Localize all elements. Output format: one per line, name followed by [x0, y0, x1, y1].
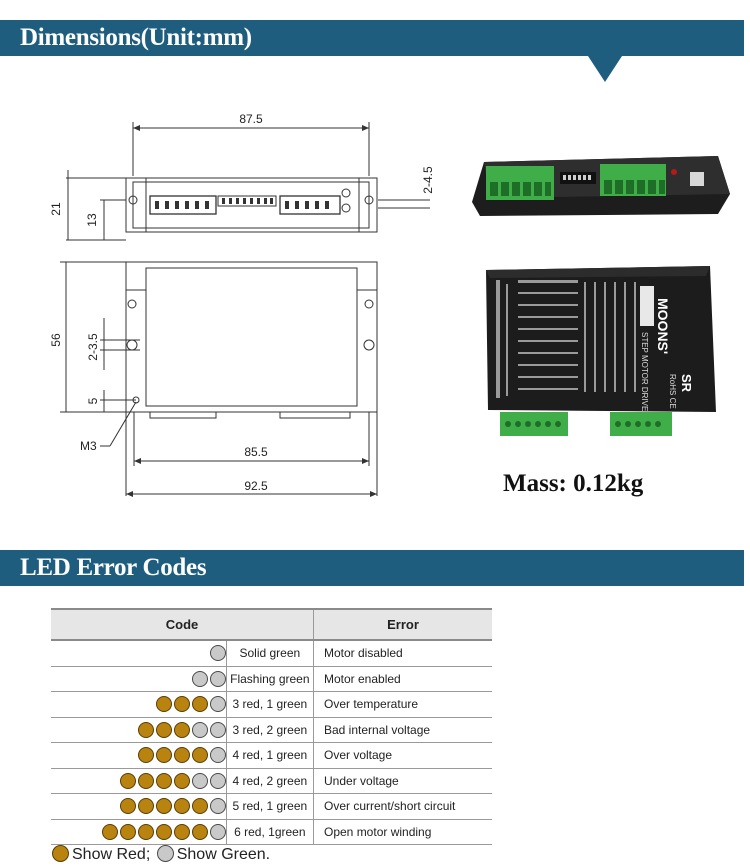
green-led-icon [191, 670, 208, 687]
dimensions-banner: Dimensions(Unit:mm) [0, 20, 744, 56]
green-led-icon [209, 798, 226, 815]
header-code: Code [51, 608, 314, 641]
red-led-icon [119, 798, 136, 815]
led-description: 4 red, 2 green [225, 768, 314, 794]
red-led-icon [137, 721, 154, 738]
led-description: 4 red, 1 green [225, 742, 314, 769]
red-led-icon [173, 721, 190, 738]
led-pattern [51, 666, 227, 692]
dim-hole-offset: 5 [86, 397, 100, 404]
red-led-icon [137, 798, 154, 815]
photo-brand: MOONS' [655, 298, 671, 354]
dim-top-width: 87.5 [239, 112, 263, 126]
red-led-icon [137, 747, 154, 764]
led-description: 3 red, 2 green [225, 717, 314, 743]
red-led-icon [137, 823, 154, 840]
led-description: Flashing green [225, 666, 314, 692]
header-error: Error [313, 608, 492, 641]
led-title: LED Error Codes [20, 554, 207, 581]
led-description: 6 red, 1green [225, 819, 314, 845]
legend-green-dot [156, 845, 174, 862]
legend: Show Red; Show Green. [52, 845, 270, 864]
green-led-icon [209, 645, 226, 662]
dim-side-inner: 13 [85, 213, 99, 227]
red-led-icon [191, 823, 208, 840]
led-banner: LED Error Codes [0, 550, 744, 586]
green-led-icon [209, 823, 226, 840]
error-text: Motor enabled [313, 666, 492, 692]
error-text: Bad internal voltage [313, 717, 492, 743]
red-led-icon [173, 798, 190, 815]
green-led-icon [191, 721, 208, 738]
dim-side-height: 21 [49, 202, 63, 216]
green-led-icon [209, 670, 226, 687]
error-text: Open motor winding [313, 819, 492, 845]
red-led-icon [173, 696, 190, 713]
dim-screw: M3 [80, 439, 97, 453]
led-description: Solid green [225, 640, 314, 667]
green-led-icon [191, 772, 208, 789]
led-pattern [51, 768, 227, 794]
dimensions-title: Dimensions(Unit:mm) [20, 24, 252, 51]
product-photo-front: MOONS' STEP MOTOR DRIVE SR RoHS CE [486, 266, 716, 436]
green-led-icon [209, 772, 226, 789]
green-led-icon [209, 696, 226, 713]
red-led-icon [119, 772, 136, 789]
photo-rohs: RoHS CE [668, 374, 677, 409]
led-description: 5 red, 1 green [225, 793, 314, 820]
green-led-icon [209, 747, 226, 764]
photo-model: SR [679, 374, 694, 393]
dim-hole-dia: 2-3.5 [86, 333, 100, 361]
red-led-icon [155, 721, 172, 738]
red-led-icon [173, 747, 190, 764]
red-led-icon [155, 798, 172, 815]
mass-label: Mass: 0.12kg [503, 470, 644, 497]
led-pattern [51, 691, 227, 718]
led-description: 3 red, 1 green [225, 691, 314, 718]
error-text: Under voltage [313, 768, 492, 794]
legend-red-dot [52, 845, 69, 862]
led-pattern [51, 640, 227, 667]
dim-right-offset: 2-4.5 [421, 166, 435, 194]
dimension-drawing: 87.5 2-4.5 21 13 56 2-3.5 5 M3 85.5 92.5 [49, 112, 435, 497]
dim-inner-width: 85.5 [244, 445, 268, 459]
error-text: Over current/short circuit [313, 793, 492, 820]
red-led-icon [191, 747, 208, 764]
red-led-icon [173, 823, 190, 840]
led-pattern [51, 742, 227, 769]
red-led-icon [191, 798, 208, 815]
legend-green-label: Show Green. [176, 846, 271, 863]
led-pattern [51, 717, 227, 743]
legend-red-label: Show Red; [72, 846, 151, 863]
red-led-icon [155, 823, 172, 840]
red-led-icon [191, 696, 208, 713]
error-text: Motor disabled [313, 640, 492, 667]
error-text: Over temperature [313, 691, 492, 718]
red-led-icon [101, 823, 118, 840]
green-led-icon [209, 721, 226, 738]
dim-outer-width: 92.5 [244, 479, 268, 493]
red-led-icon [155, 696, 172, 713]
photo-subtitle: STEP MOTOR DRIVE [640, 332, 649, 411]
product-photo-side [472, 156, 730, 216]
red-led-icon [119, 823, 136, 840]
led-pattern [51, 819, 227, 845]
red-led-icon [173, 772, 190, 789]
red-led-icon [155, 772, 172, 789]
led-pattern [51, 793, 227, 820]
dim-front-height: 56 [49, 333, 63, 347]
error-text: Over voltage [313, 742, 492, 769]
red-led-icon [137, 772, 154, 789]
red-led-icon [155, 747, 172, 764]
banner-pointer [588, 56, 622, 82]
